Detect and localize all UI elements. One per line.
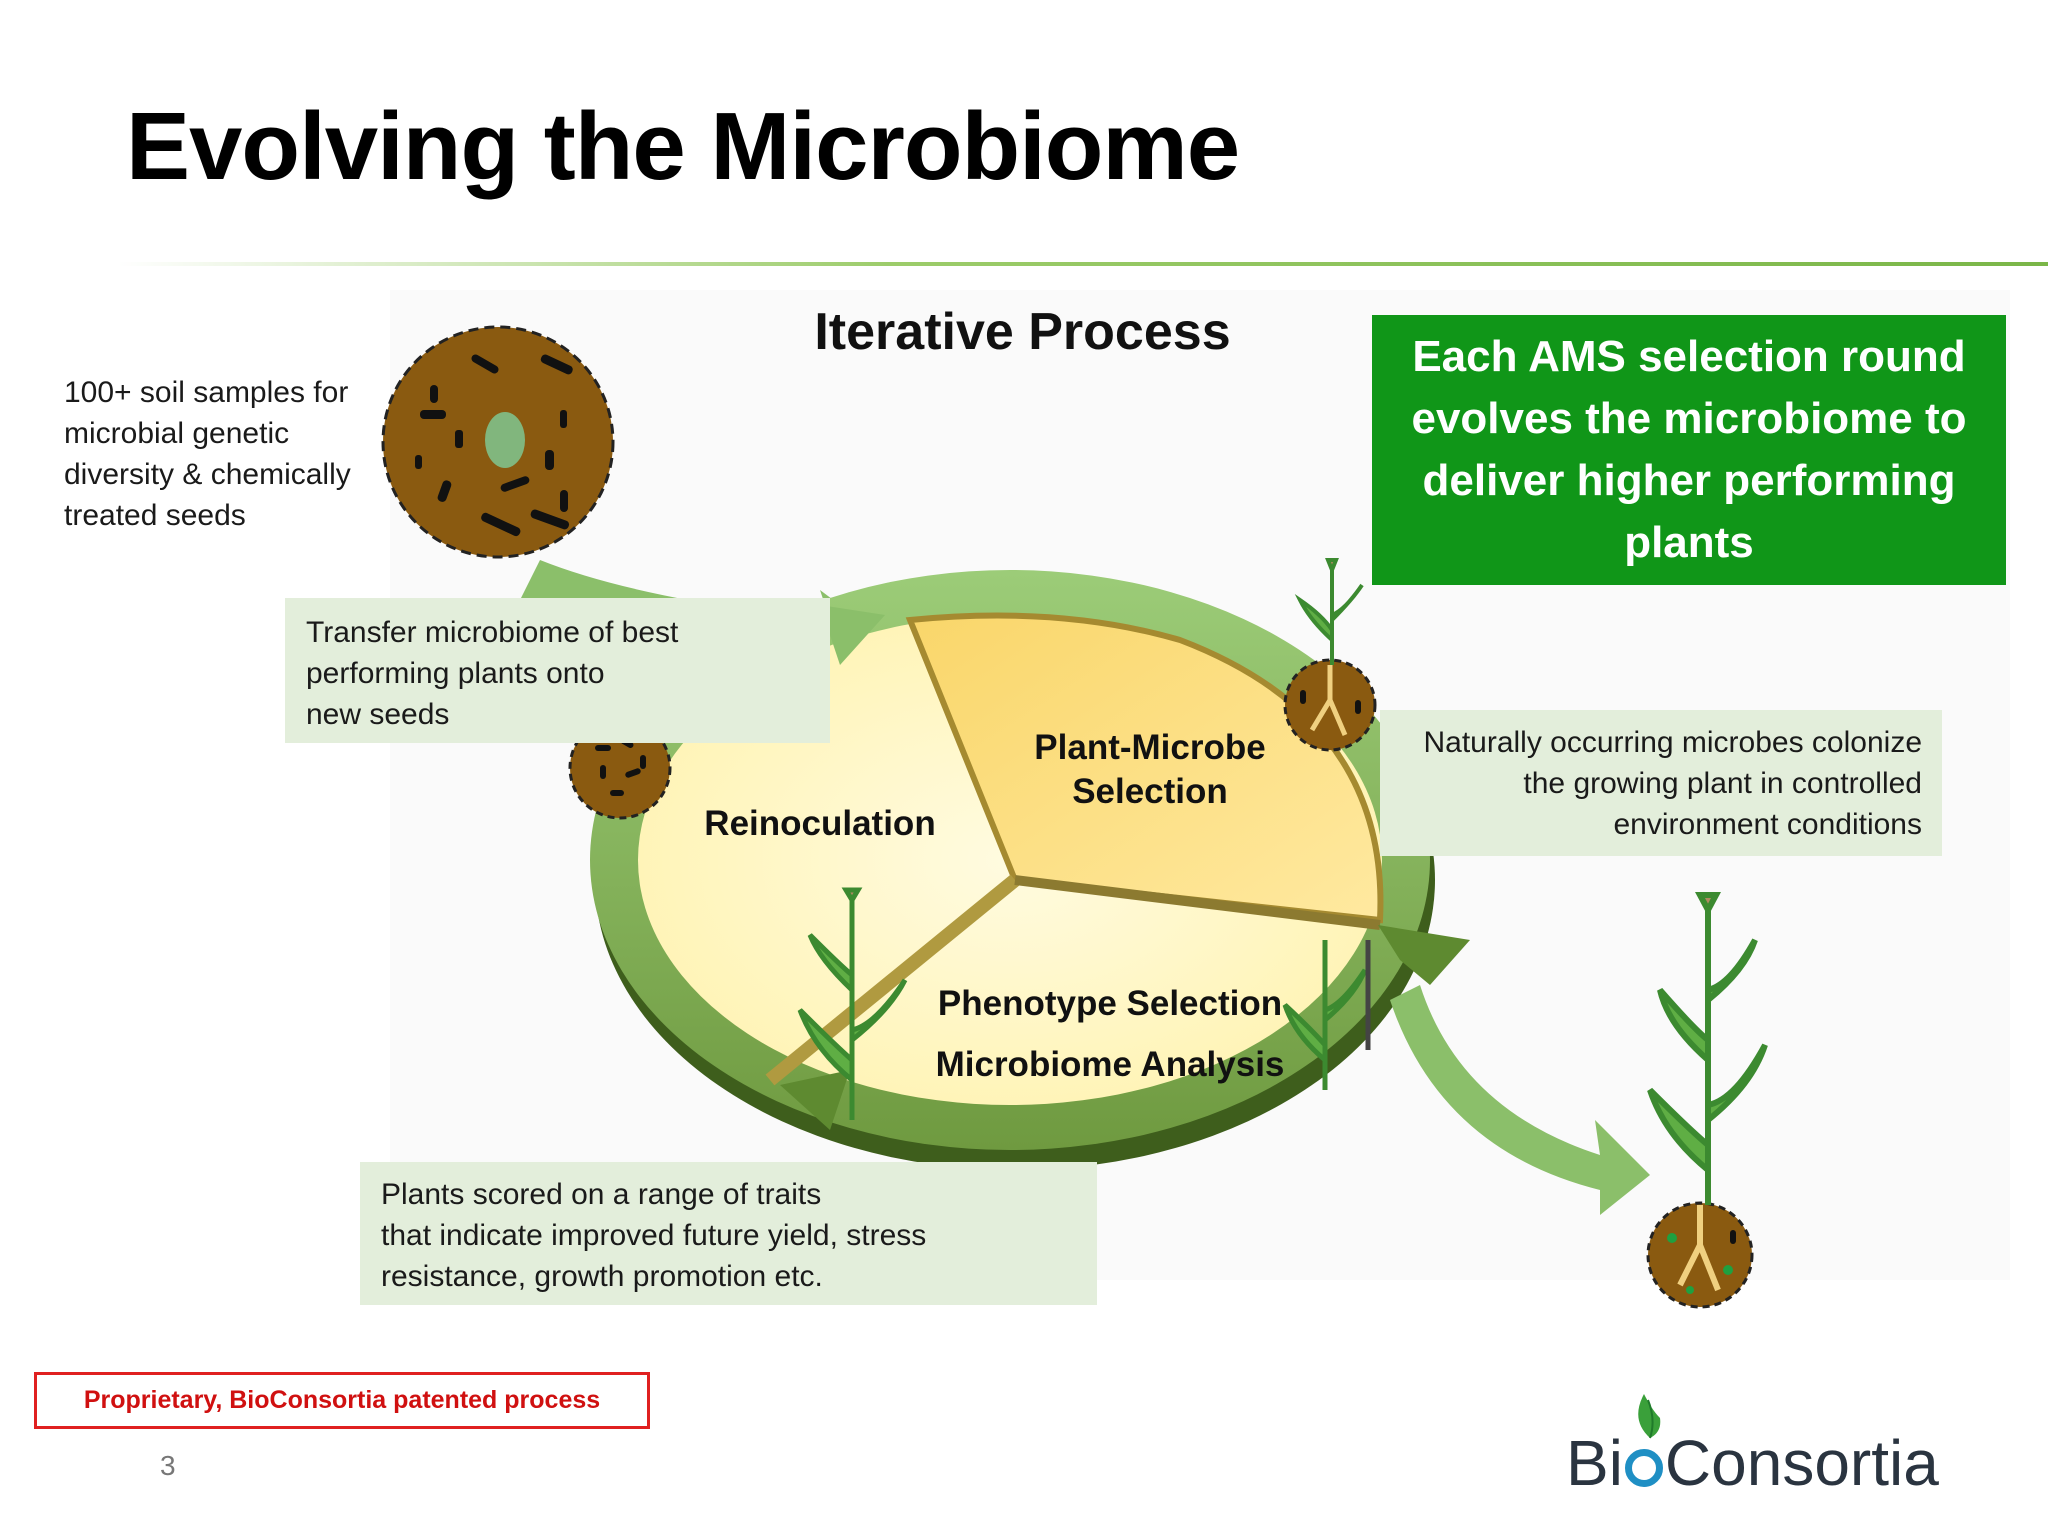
note-line: Naturally occurring microbes colonize — [1423, 726, 1922, 759]
segment-label-line: Plant-Microbe — [1034, 728, 1266, 767]
segment-plant-microbe — [905, 612, 1384, 924]
cycle-arrowhead-bottom — [780, 1070, 850, 1130]
segment-divider-left — [765, 874, 1020, 1086]
output-arrow — [1390, 985, 1650, 1215]
callout-line: plants — [1624, 518, 1754, 567]
soil-root-icon-output — [1646, 1201, 1754, 1309]
callout-line: Each AMS selection round — [1412, 332, 1966, 381]
soil-small-icon-left — [568, 716, 672, 820]
colonize-note: Naturally occurring microbes colonize th… — [1380, 710, 1942, 856]
bioconsortia-logo: Bi Consortia — [1566, 1390, 1946, 1500]
logo-o-icon — [1624, 1449, 1663, 1487]
note-line: performing plants onto — [306, 657, 605, 690]
note-line: that indicate improved future yield, str… — [381, 1219, 927, 1252]
note-line: diversity & chemically — [64, 458, 351, 491]
segment-label-microbiome-analysis: Microbiome Analysis — [935, 1045, 1285, 1084]
title-divider — [118, 262, 2048, 266]
soil-samples-note: 100+ soil samples for microbial genetic … — [64, 372, 384, 536]
note-line: microbial genetic — [64, 417, 290, 450]
callout-line: evolves the microbiome to — [1411, 394, 1967, 443]
segment-label-reinoculation: Reinoculation — [704, 804, 936, 843]
segment-label-phenotype: Phenotype Selection — [937, 984, 1283, 1023]
note-line: the growing plant in controlled — [1523, 767, 1922, 800]
scored-note: Plants scored on a range of traits that … — [360, 1162, 1097, 1305]
segment-divider-right — [1014, 875, 1381, 930]
logo-wordmark: Bi Consortia — [1566, 1426, 1939, 1500]
logo-text-part: Bi — [1566, 1427, 1623, 1499]
corn-plant-icon-output — [1647, 892, 1768, 1205]
slide-title: Evolving the Microbiome — [126, 93, 1240, 200]
note-line: Plants scored on a range of traits — [381, 1178, 822, 1211]
note-line: treated seeds — [64, 499, 246, 532]
cycle-arrowhead-top — [820, 605, 885, 665]
soil-root-icon-right — [1283, 658, 1377, 752]
note-line: resistance, growth promotion etc. — [381, 1260, 823, 1293]
note-line: environment conditions — [1613, 808, 1922, 841]
soil-sample-icon — [381, 325, 615, 559]
leaf-icon — [1638, 1394, 1661, 1439]
cycle-arrowhead-right — [1378, 925, 1470, 985]
note-line: 100+ soil samples for — [64, 376, 349, 409]
callout-box: Each AMS selection round evolves the mic… — [1372, 315, 2006, 585]
diagram-heading: Iterative Process — [814, 303, 1231, 361]
page-number: 3 — [160, 1450, 176, 1481]
proprietary-notice: Proprietary, BioConsortia patented proce… — [34, 1372, 650, 1429]
segment-label-line: Selection — [1072, 772, 1228, 811]
corn-plant-icon-bottom-right — [1282, 940, 1371, 1090]
corn-plant-icon-top — [1294, 558, 1364, 665]
callout-line: deliver higher performing — [1422, 456, 1956, 505]
note-line: new seeds — [306, 698, 450, 731]
note-line: Transfer microbiome of best — [306, 616, 679, 649]
segment-label-plant-microbe: Plant-Microbe Selection — [1010, 726, 1290, 814]
transfer-note: Transfer microbiome of best performing p… — [285, 598, 830, 743]
logo-text-part: Consortia — [1664, 1427, 1939, 1499]
corn-plant-icon-left — [797, 887, 908, 1120]
